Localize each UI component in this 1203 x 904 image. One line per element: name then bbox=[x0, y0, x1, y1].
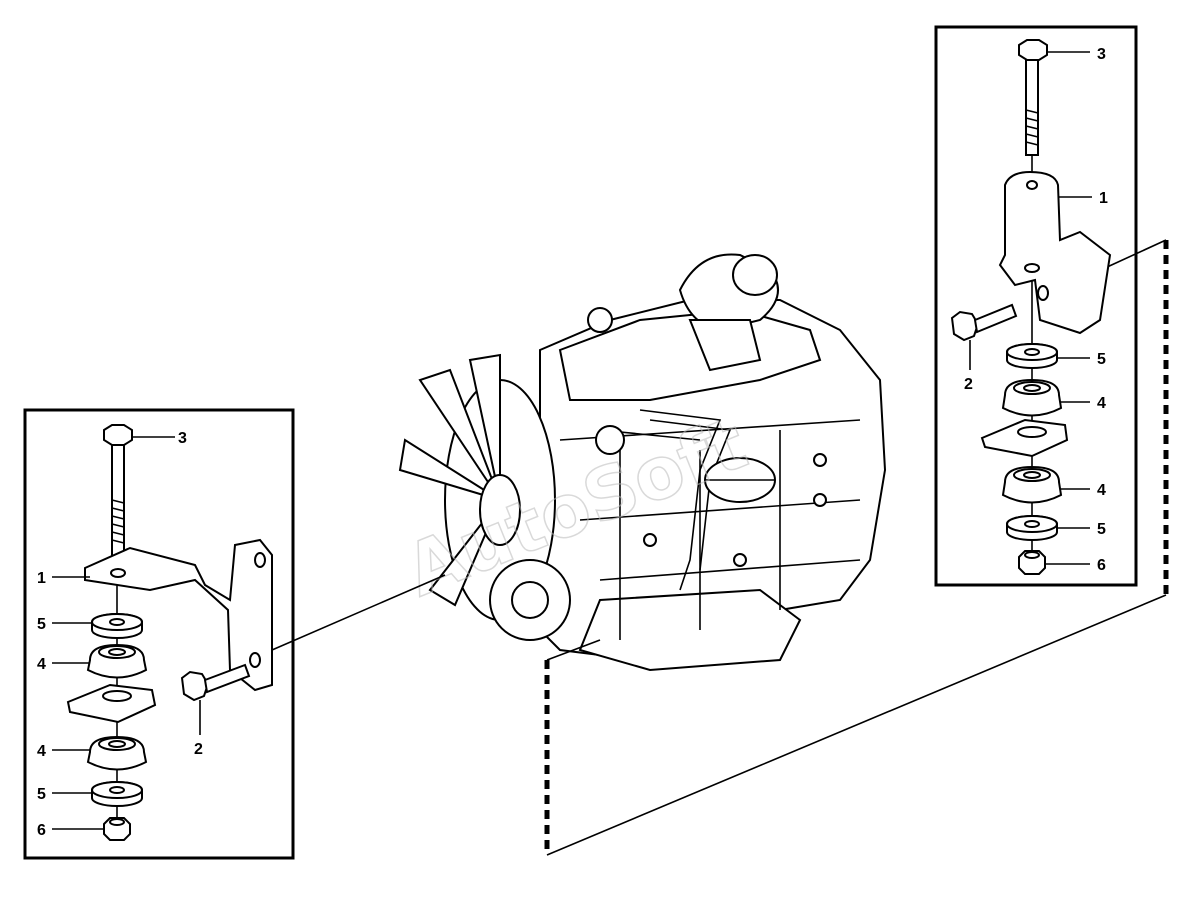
left-leader-line bbox=[271, 574, 446, 651]
right-spacer-plate bbox=[980, 418, 1069, 458]
callout-left-4-lower: 4 bbox=[37, 743, 46, 760]
callout-left-4-upper: 4 bbox=[37, 656, 46, 673]
left-side-bolt bbox=[180, 663, 251, 702]
left-bracket bbox=[84, 538, 273, 692]
right-top-bolt bbox=[1018, 39, 1048, 156]
right-side-bolt bbox=[950, 303, 1018, 342]
right-washer-lower bbox=[1006, 515, 1058, 541]
left-washer-lower bbox=[91, 781, 143, 807]
callout-left-5-upper: 5 bbox=[37, 616, 46, 633]
left-washer-upper bbox=[91, 613, 143, 639]
callout-right-3: 3 bbox=[1097, 46, 1106, 63]
right-nut bbox=[1018, 550, 1046, 575]
left-top-bolt bbox=[103, 424, 133, 566]
callout-right-5-lower: 5 bbox=[1097, 521, 1106, 538]
right-washer-upper bbox=[1006, 343, 1058, 369]
callout-right-2: 2 bbox=[964, 376, 973, 393]
left-rubber-mount-upper bbox=[86, 643, 148, 679]
callout-right-1: 1 bbox=[1099, 190, 1108, 207]
callout-right-5-upper: 5 bbox=[1097, 351, 1106, 368]
callout-left-3: 3 bbox=[178, 430, 187, 447]
right-mount-inset: 3 1 5 4 4 5 6 2 bbox=[544, 25, 1169, 856]
right-rubber-mount-upper bbox=[1001, 378, 1063, 417]
callout-left-6: 6 bbox=[37, 822, 46, 839]
left-rubber-mount-lower bbox=[86, 735, 148, 771]
callout-right-4-upper: 4 bbox=[1097, 395, 1106, 412]
engine-assembly bbox=[398, 253, 887, 672]
right-dashed-leader-frame bbox=[544, 239, 1169, 856]
callout-left-1: 1 bbox=[37, 570, 46, 587]
callout-left-5-lower: 5 bbox=[37, 786, 46, 803]
left-mount-inset: 3 1 5 4 4 5 6 2 bbox=[23, 408, 446, 860]
callout-right-4-lower: 4 bbox=[1097, 482, 1106, 499]
callout-right-6: 6 bbox=[1097, 557, 1106, 574]
left-spacer-plate bbox=[66, 683, 157, 724]
callout-left-2: 2 bbox=[194, 741, 203, 758]
right-bracket bbox=[998, 170, 1112, 335]
right-rubber-mount-lower bbox=[1001, 465, 1063, 504]
left-nut bbox=[103, 817, 131, 841]
